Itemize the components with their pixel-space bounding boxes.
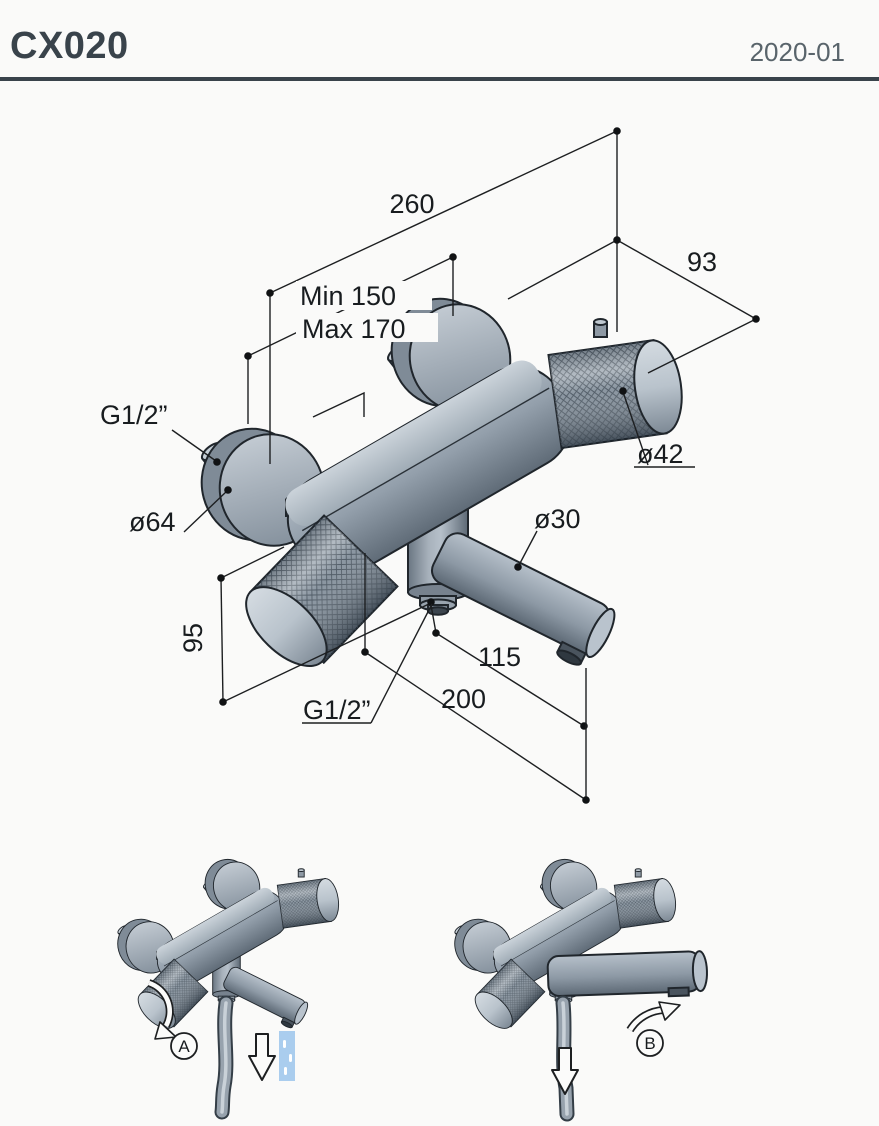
water-stream-icon <box>279 1031 295 1081</box>
dim-inlet-min: Min 150 <box>300 281 396 311</box>
document-date: 2020-01 <box>749 37 845 67</box>
dim-spout-diameter: ø30 <box>534 504 581 534</box>
bath-spout-raised <box>546 950 708 998</box>
dim-inlet-thread: G1/2” <box>100 400 168 430</box>
main-diagram: 260 93 Min 150 Max 170 G1/2” ø64 <box>100 127 760 804</box>
dim-overall-width: 260 <box>389 189 434 219</box>
dim-spout-tip-offset: 115 <box>478 642 521 672</box>
model-number: CX020 <box>10 25 129 67</box>
figure-b: B <box>448 851 708 1122</box>
dim-spout-reach: 200 <box>441 684 486 714</box>
callout-b: B <box>636 1029 664 1057</box>
dim-handle-depth: 93 <box>687 247 717 277</box>
page-header: CX020 2020-01 <box>0 0 879 81</box>
figure-a: A <box>111 851 342 1120</box>
rotate-handle-arrow-icon <box>147 979 177 1040</box>
shower-flow-down-arrow-icon <box>551 1047 579 1095</box>
flow-down-arrow-icon <box>248 1033 276 1081</box>
dim-flange-diameter: ø64 <box>129 507 176 537</box>
dim-outlet-thread: G1/2” <box>303 695 371 725</box>
callout-b-label: B <box>644 1034 655 1053</box>
shower-hose-a <box>214 995 234 1120</box>
callout-a-label: A <box>178 1037 190 1056</box>
dim-drop-height: 95 <box>178 623 208 653</box>
callout-a: A <box>170 1032 198 1060</box>
lift-spout-arrow-icon <box>626 1001 681 1033</box>
dimension-annotations: 260 93 Min 150 Max 170 G1/2” ø64 <box>100 127 760 804</box>
dim-inlet-max: Max 170 <box>302 314 406 344</box>
